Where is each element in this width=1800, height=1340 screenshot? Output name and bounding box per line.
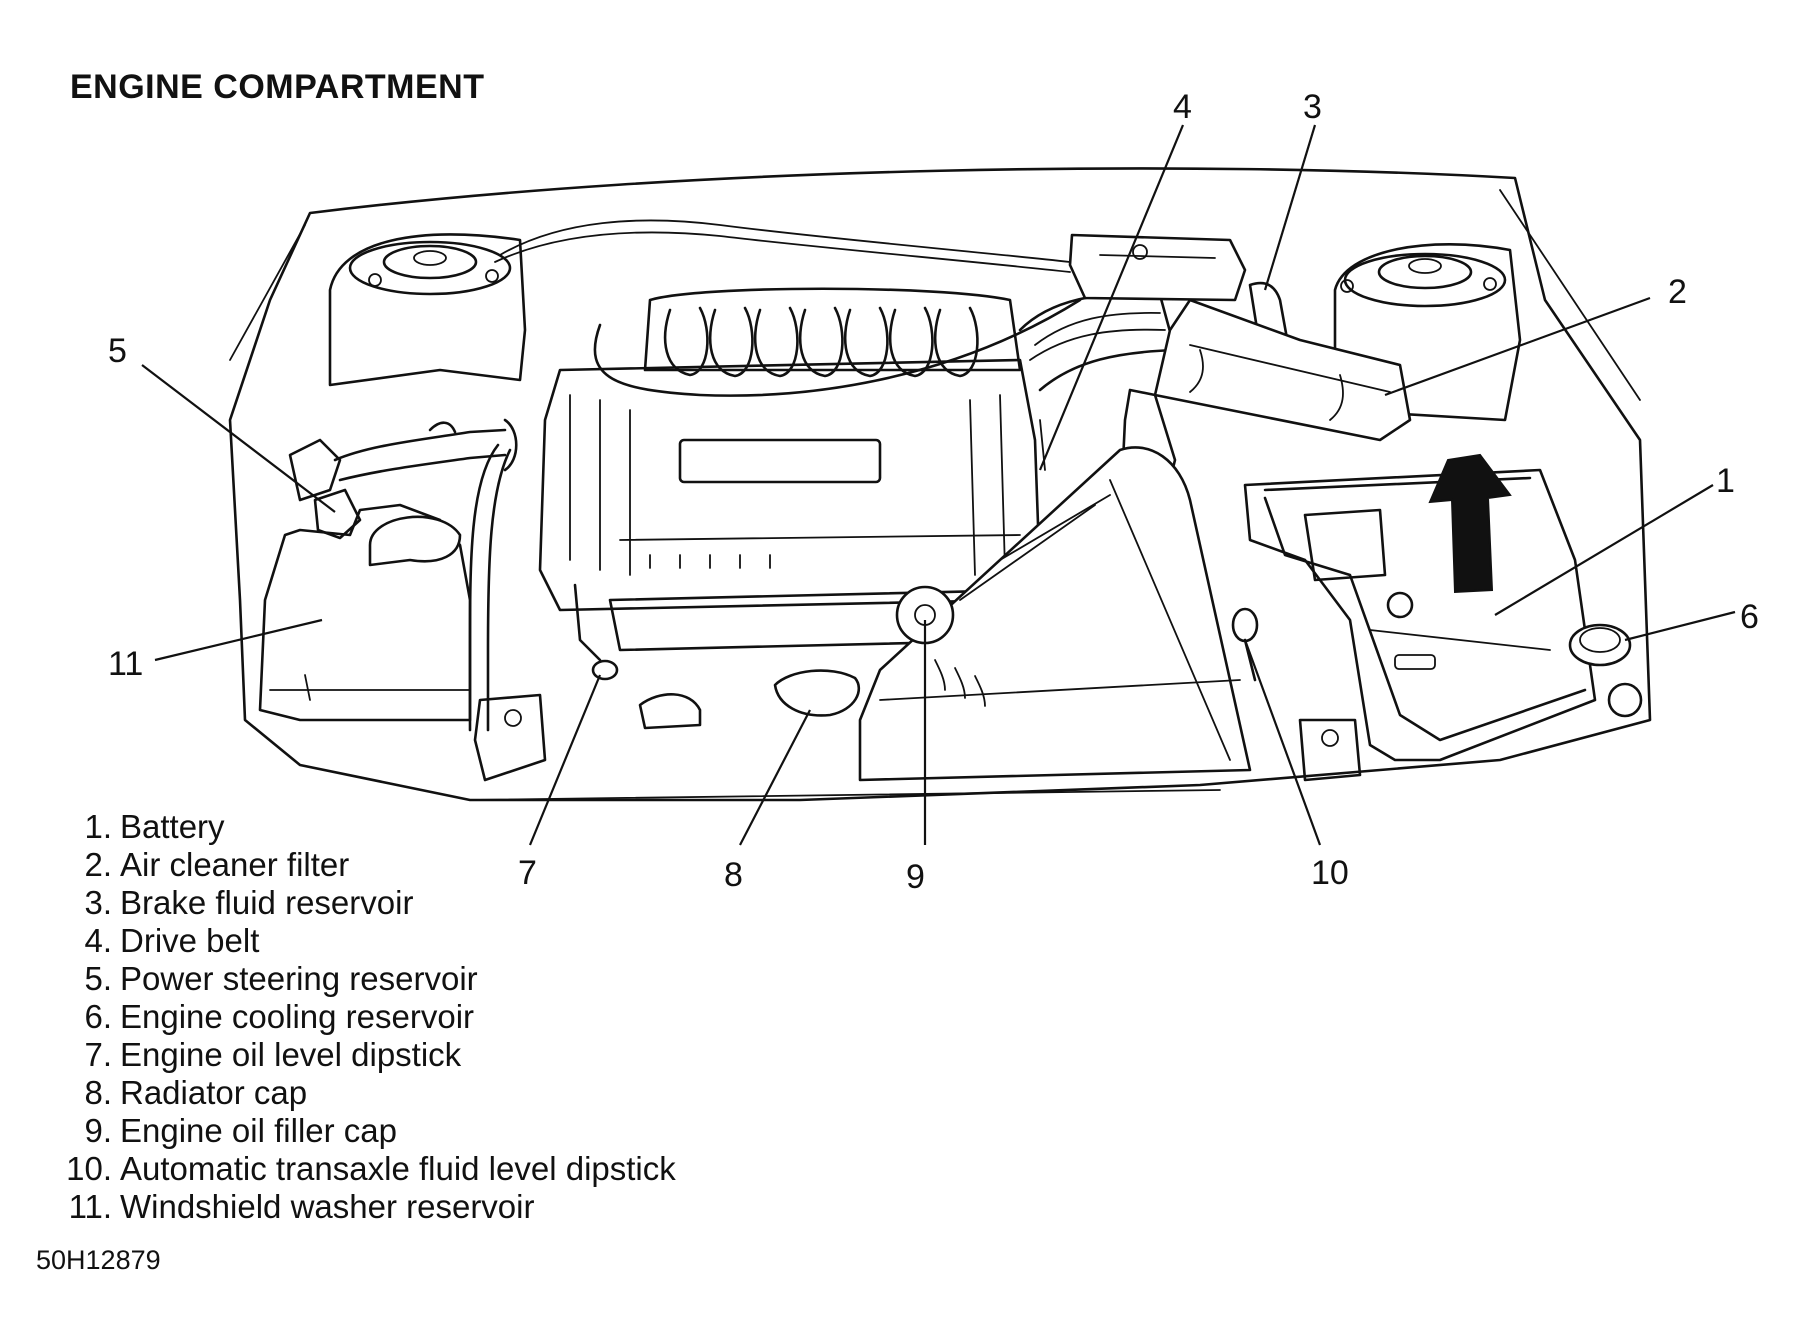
- leader-10: [1243, 639, 1322, 846]
- legend-label: Power steering reservoir: [120, 960, 478, 997]
- washer-reservoir: [258, 503, 472, 722]
- legend-item: 11.Windshield washer reservoir: [44, 1188, 676, 1226]
- intake-manifold: [643, 287, 1022, 378]
- legend-item: 6.Engine cooling reservoir: [44, 998, 676, 1036]
- legend-label: Windshield washer reservoir: [120, 1188, 535, 1225]
- legend-number: 6.: [84, 998, 112, 1035]
- radiator-cap: [773, 669, 861, 717]
- power-steering-reservoir: [288, 418, 518, 732]
- leader-2: [1384, 296, 1651, 397]
- callout-10: 10: [1311, 854, 1349, 892]
- legend-label: Air cleaner filter: [120, 846, 350, 883]
- legend-item: 1.Battery: [44, 808, 676, 846]
- legend-item: 4.Drive belt: [44, 922, 676, 960]
- legend-number: 5.: [84, 960, 112, 997]
- legend-number: 9.: [84, 1112, 112, 1149]
- legend-number: 11.: [68, 1188, 112, 1225]
- air-intake-duct: [858, 446, 1252, 782]
- diagram-title: ENGINE COMPARTMENT: [70, 68, 485, 106]
- legend-label: Automatic transaxle fluid level dipstick: [120, 1150, 676, 1187]
- legend-label: Brake fluid reservoir: [120, 884, 414, 921]
- leader-8: [739, 709, 811, 846]
- legend-number: 8.: [84, 1074, 112, 1111]
- leader-1: [1494, 484, 1714, 616]
- legend-item: 2.Air cleaner filter: [44, 846, 676, 884]
- figure-code: 50H12879: [36, 1245, 161, 1275]
- legend-item: 3.Brake fluid reservoir: [44, 884, 676, 922]
- oil-dipstick: [573, 583, 619, 681]
- callout-8: 8: [724, 856, 743, 894]
- legend-label: Battery: [120, 808, 225, 845]
- callout-4: 4: [1173, 88, 1192, 126]
- legend-item: 10.Automatic transaxle fluid level dipst…: [44, 1150, 676, 1188]
- drive-belt-area: [1018, 292, 1177, 471]
- legend-number: 4.: [84, 922, 112, 959]
- coolant-reservoir: [1568, 623, 1643, 718]
- engine-mounts: [473, 693, 1362, 782]
- body-outline: [228, 167, 1652, 802]
- callout-7: 7: [518, 854, 537, 892]
- legend-label: Engine oil filler cap: [120, 1112, 397, 1149]
- legend-label: Engine cooling reservoir: [120, 998, 475, 1035]
- legend-number: 7.: [84, 1036, 112, 1073]
- legend-item: 5.Power steering reservoir: [44, 960, 676, 998]
- callout-2: 2: [1668, 273, 1687, 311]
- leader-3: [1263, 124, 1317, 291]
- leader-11: [154, 618, 323, 662]
- leader-6: [1624, 610, 1736, 642]
- callouts: 1 2 3 4 5 6 7 8 9 10 11: [108, 88, 1759, 896]
- cable-harness: [494, 219, 1082, 397]
- left-strut-tower: [328, 233, 527, 387]
- callout-9: 9: [906, 858, 925, 896]
- leader-5: [141, 364, 336, 513]
- legend-number: 2.: [84, 846, 112, 883]
- legend-number: 3.: [84, 884, 112, 921]
- battery: [1243, 453, 1597, 762]
- right-strut-tower: [1333, 243, 1522, 422]
- leader-4: [1038, 124, 1185, 471]
- callout-3: 3: [1303, 88, 1322, 126]
- parts-legend: 1.Battery 2.Air cleaner filter 3.Brake f…: [44, 808, 676, 1226]
- legend-item: 9.Engine oil filler cap: [44, 1112, 676, 1150]
- legend-label: Drive belt: [120, 922, 260, 959]
- callout-1: 1: [1716, 462, 1735, 500]
- legend-item: 8.Radiator cap: [44, 1074, 676, 1112]
- legend-label: Radiator cap: [120, 1074, 308, 1111]
- callout-11: 11: [108, 645, 143, 683]
- legend-item: 7.Engine oil level dipstick: [44, 1036, 676, 1074]
- legend-number: 10.: [66, 1150, 112, 1187]
- legend-number: 1.: [84, 808, 112, 845]
- leader-7: [528, 674, 602, 846]
- transaxle-dipstick: [1231, 607, 1259, 682]
- legend-label: Engine oil level dipstick: [120, 1036, 462, 1073]
- callout-5: 5: [108, 332, 127, 370]
- callout-6: 6: [1740, 598, 1759, 636]
